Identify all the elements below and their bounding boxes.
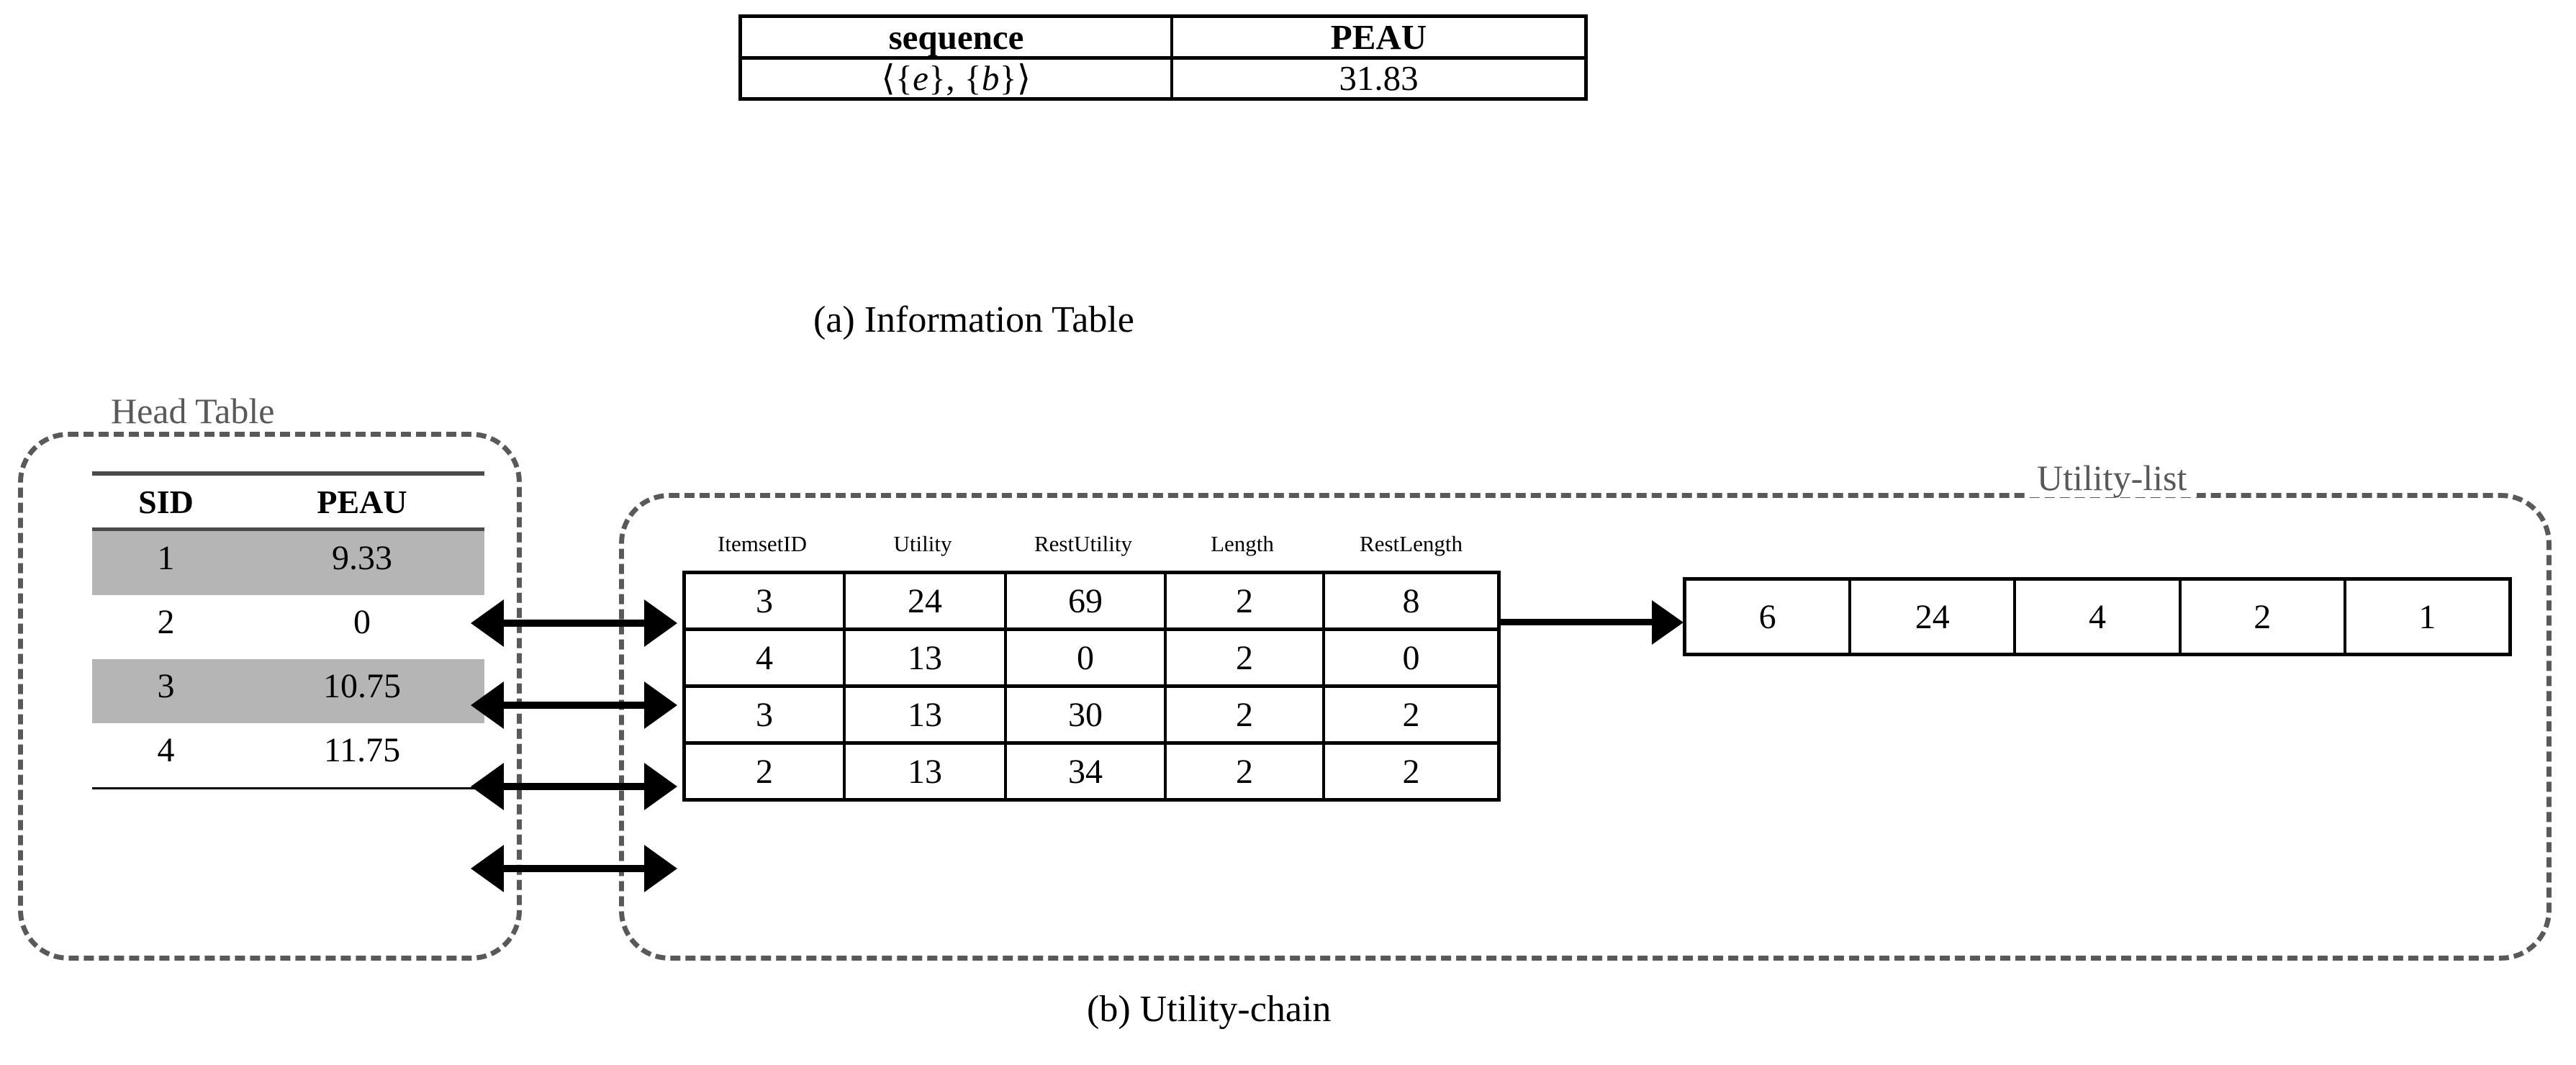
cell-restlength: 8 — [1402, 581, 1420, 620]
head-table-row-pad — [92, 585, 484, 595]
head-table-cell-sid: 1 — [157, 539, 175, 577]
information-table: sequence PEAU ⟨{e}, {b}⟩ 31.83 — [738, 14, 1588, 101]
information-table-cell-peau: 31.83 — [1339, 58, 1419, 99]
cell-itemsetid: 3 — [686, 574, 846, 627]
link-arrow-row-4 — [471, 845, 677, 892]
head-table-row-pad — [92, 777, 484, 787]
table-row[interactable]: 3 24 69 2 8 — [686, 574, 1497, 627]
link-arrow-to-utility-list — [1501, 600, 1684, 645]
head-table-label: Head Table — [101, 392, 285, 430]
utility-chain-header-itemsetid: ItemsetID — [718, 531, 807, 556]
table-row[interactable]: 2 13 34 2 2 — [686, 741, 1497, 798]
table-row[interactable]: 4 13 0 2 0 — [686, 627, 1497, 684]
sequence-value: ⟨{e}, {b}⟩ — [881, 58, 1031, 99]
utility-list-cell: 24 — [1851, 581, 2017, 653]
head-table-cell-peau: 10.75 — [323, 667, 401, 705]
cell-utility: 13 — [846, 688, 1007, 741]
cell-itemsetid: 2 — [686, 745, 846, 798]
utility-list-cell: 1 — [2418, 597, 2436, 636]
cell-itemsetid: 3 — [686, 688, 846, 741]
table-row[interactable]: 3 13 30 2 2 — [686, 684, 1497, 741]
arrowhead-right-icon — [644, 845, 677, 892]
utility-chain-column-headers: ItemsetID Utility RestUtility Length Res… — [682, 531, 1501, 557]
head-table-container — [18, 432, 522, 961]
head-table-cell-sid: 2 — [157, 603, 175, 641]
utility-chain-header-restutility: RestUtility — [1034, 531, 1133, 556]
cell-length: 2 — [1167, 574, 1325, 627]
head-table-header-peau: PEAU — [317, 483, 407, 520]
information-table-header-peau: PEAU — [1330, 17, 1427, 57]
arrowhead-right-icon — [644, 599, 677, 647]
utility-chain-header-length: Length — [1211, 531, 1274, 556]
head-table-row-pad — [92, 649, 484, 659]
cell-utility: 13 — [846, 745, 1007, 798]
cell-restlength: 2 — [1402, 752, 1420, 791]
arrowhead-left-icon — [471, 599, 504, 647]
cell-length: 2 — [1167, 631, 1325, 684]
arrowhead-left-icon — [471, 845, 504, 892]
head-table-bottom-rule — [92, 787, 484, 789]
head-table-cell-sid: 4 — [157, 731, 175, 769]
head-table-row[interactable]: 3 10.75 — [92, 659, 484, 713]
head-table-cell-peau: 11.75 — [323, 731, 401, 769]
caption-information-table: (a) Information Table — [813, 299, 1134, 340]
cell-restlength: 2 — [1402, 695, 1420, 734]
utility-chain-header-utility: Utility — [893, 531, 952, 556]
information-table-header-sequence: sequence — [742, 18, 1173, 56]
link-arrow-row-3 — [471, 763, 677, 810]
information-table-row: ⟨{e}, {b}⟩ 31.83 — [742, 58, 1584, 99]
head-table-row[interactable]: 2 0 — [92, 595, 484, 649]
head-table: SID PEAU 1 9.33 2 0 3 10.75 4 11.75 — [92, 471, 484, 789]
cell-utility: 24 — [846, 574, 1007, 627]
cell-restutility: 30 — [1007, 688, 1167, 741]
utility-chain-container — [619, 493, 2552, 961]
head-table-header-row: SID PEAU — [92, 476, 484, 527]
utility-list-cell: 6 — [1686, 581, 1852, 653]
utility-list-table: 6 24 4 2 1 — [1683, 577, 2512, 656]
arrowhead-left-icon — [471, 681, 504, 729]
utility-chain-table: 3 24 69 2 8 4 13 0 2 0 3 13 30 2 2 2 13 … — [682, 571, 1501, 802]
head-table-row[interactable]: 4 11.75 — [92, 723, 484, 777]
cell-length: 2 — [1167, 688, 1325, 741]
cell-restutility: 69 — [1007, 574, 1167, 627]
arrowhead-right-icon — [644, 763, 677, 810]
head-table-top-rule — [92, 471, 484, 476]
cell-restutility: 0 — [1007, 631, 1167, 684]
head-table-row-pad — [92, 713, 484, 723]
head-table-cell-peau: 0 — [353, 603, 371, 641]
arrowhead-right-icon — [1652, 600, 1684, 645]
utility-list-label: Utility-list — [2027, 459, 2197, 497]
link-arrow-row-2 — [471, 681, 677, 729]
cell-restutility: 34 — [1007, 745, 1167, 798]
head-table-cell-sid: 3 — [157, 667, 175, 705]
head-table-mid-rule — [92, 527, 484, 531]
utility-list-cell: 2 — [2182, 581, 2346, 653]
information-table-cell-sequence: ⟨{e}, {b}⟩ — [742, 58, 1173, 99]
head-table-row[interactable]: 1 9.33 — [92, 531, 484, 585]
arrowhead-left-icon — [471, 763, 504, 810]
head-table-cell-peau: 9.33 — [332, 539, 392, 577]
cell-length: 2 — [1167, 745, 1325, 798]
cell-utility: 13 — [846, 631, 1007, 684]
arrowhead-right-icon — [644, 681, 677, 729]
information-table-header-row: sequence PEAU — [742, 18, 1584, 60]
caption-utility-chain: (b) Utility-chain — [1087, 989, 1332, 1030]
head-table-header-sid: SID — [138, 483, 194, 520]
utility-list-cell: 4 — [2016, 581, 2182, 653]
utility-chain-header-restlength: RestLength — [1360, 531, 1463, 556]
cell-restlength: 0 — [1402, 638, 1420, 677]
link-arrow-row-1 — [471, 599, 677, 647]
cell-itemsetid: 4 — [686, 631, 846, 684]
